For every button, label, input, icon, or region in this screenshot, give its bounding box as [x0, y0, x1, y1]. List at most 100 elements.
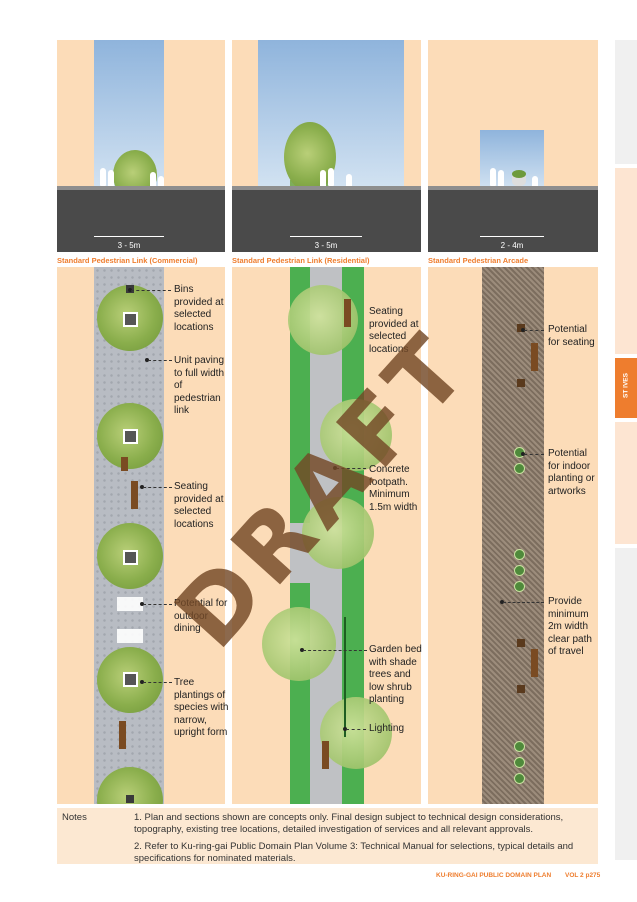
seat-block [517, 379, 525, 387]
annotation-garden-bed: Garden bed with shade trees and low shru… [369, 644, 422, 705]
person-figure [490, 168, 496, 186]
leader-line [336, 468, 366, 469]
leader-line [143, 682, 172, 683]
leader-line [143, 604, 172, 605]
note-item: 1. Plan and sections shown are concepts … [134, 812, 564, 835]
leader-line [143, 487, 172, 488]
annotation-lighting: Lighting [369, 723, 405, 734]
seat [131, 481, 138, 509]
indoor-planter [514, 565, 525, 576]
leader-dot [333, 466, 337, 470]
annotation-clear-path: Provide minimum 2m width clear path of t… [548, 596, 592, 657]
planter-shrub [512, 170, 526, 178]
annotation-seating: Seating provided at selected locations [174, 481, 224, 530]
annotation-indoor-planting: Potential for indoor planting or artwork… [548, 448, 595, 497]
plan-residential [232, 267, 421, 804]
annotation-potential-seating: Potential for seating [548, 324, 595, 348]
person-figure [100, 168, 106, 186]
dimension-line [94, 236, 164, 237]
footer-title: KU-RING-GAI PUBLIC DOMAIN PLAN [436, 872, 552, 879]
person-figure [158, 176, 164, 188]
seat [531, 343, 538, 371]
tree-pit [123, 550, 138, 565]
road-surface [57, 190, 225, 252]
planter-pot [512, 176, 526, 186]
notes-panel [57, 808, 598, 864]
seat-block [517, 639, 525, 647]
arcade-paving [482, 267, 544, 804]
annotation-bins: Bins provided at selected locations [174, 284, 224, 333]
indoor-planter [514, 463, 525, 474]
kerb [57, 186, 225, 191]
seat [119, 721, 126, 749]
indoor-planter [514, 757, 525, 768]
seat [322, 741, 329, 769]
seat-block [517, 685, 525, 693]
tree-pit [123, 312, 138, 327]
side-tab-light [615, 168, 637, 354]
plan-tree [302, 497, 374, 569]
annotation-outdoor-dining: Potential for outdoor dining [174, 598, 228, 634]
seat [344, 299, 351, 327]
section-tree [284, 122, 336, 192]
tree-pit [123, 672, 138, 687]
dimension-line [480, 236, 544, 237]
person-figure [346, 174, 352, 187]
plan-tree [262, 607, 336, 681]
leader-line [346, 729, 366, 730]
outdoor-dining-table [117, 597, 143, 611]
leader-line [131, 290, 171, 291]
lighting-column [344, 617, 346, 737]
note-item: 2. Refer to Ku-ring-gai Public Domain Pl… [134, 841, 574, 864]
kerb [428, 186, 598, 191]
indoor-planter [514, 581, 525, 592]
outdoor-dining-table [117, 629, 143, 643]
side-tab-grey [615, 40, 637, 164]
section-commercial: 3 - 5m [57, 40, 225, 252]
plan-tree [320, 697, 392, 769]
dimension-label: 3 - 5m [314, 241, 338, 250]
leader-dot [500, 600, 504, 604]
side-tab-label: ST IVES [622, 373, 630, 398]
indoor-planter [514, 773, 525, 784]
road-surface [428, 190, 598, 252]
side-tab-st-ives[interactable]: ST IVES [615, 358, 637, 418]
person-figure [532, 176, 538, 188]
leader-line [148, 360, 172, 361]
indoor-planter [514, 549, 525, 560]
kerb [232, 186, 421, 191]
annotation-unit-paving: Unit paving to full width of pedestrian … [174, 355, 225, 416]
leader-dot [140, 680, 144, 684]
annotation-tree-plantings: Tree plantings of species with narrow, u… [174, 677, 229, 738]
section-caption: Standard Pedestrian Link (Residential) [232, 256, 370, 265]
leader-line [303, 650, 367, 651]
person-figure [150, 172, 156, 190]
bin [126, 795, 134, 803]
section-caption: Standard Pedestrian Link (Commercial) [57, 256, 198, 265]
leader-dot [343, 727, 347, 731]
section-arcade: 2 - 4m [428, 40, 598, 252]
plan-commercial [57, 267, 225, 804]
plan-tree [320, 399, 392, 471]
leader-dot [140, 602, 144, 606]
plan-arcade [428, 267, 598, 804]
leader-dot [521, 328, 525, 332]
leader-dot [145, 358, 149, 362]
road-surface [232, 190, 421, 252]
section-residential: 3 - 5m [232, 40, 421, 252]
section-caption: Standard Pedestrian Arcade [428, 256, 529, 265]
person-figure [328, 168, 334, 186]
notes-heading: Notes [62, 812, 87, 823]
side-tab-light [615, 422, 637, 544]
footer-page: VOL 2 p275 [565, 872, 601, 879]
annotation-seating: Seating provided at selected locations [369, 306, 419, 355]
leader-dot [521, 452, 525, 456]
dimension-line [290, 236, 362, 237]
person-figure [320, 170, 326, 188]
person-figure [498, 170, 504, 188]
tree-pit [123, 429, 138, 444]
leader-line [524, 330, 544, 331]
indoor-planter [514, 741, 525, 752]
leader-dot [300, 648, 304, 652]
annotation-concrete-footpath: Concrete footpath. Minimum 1.5m width [369, 464, 418, 513]
